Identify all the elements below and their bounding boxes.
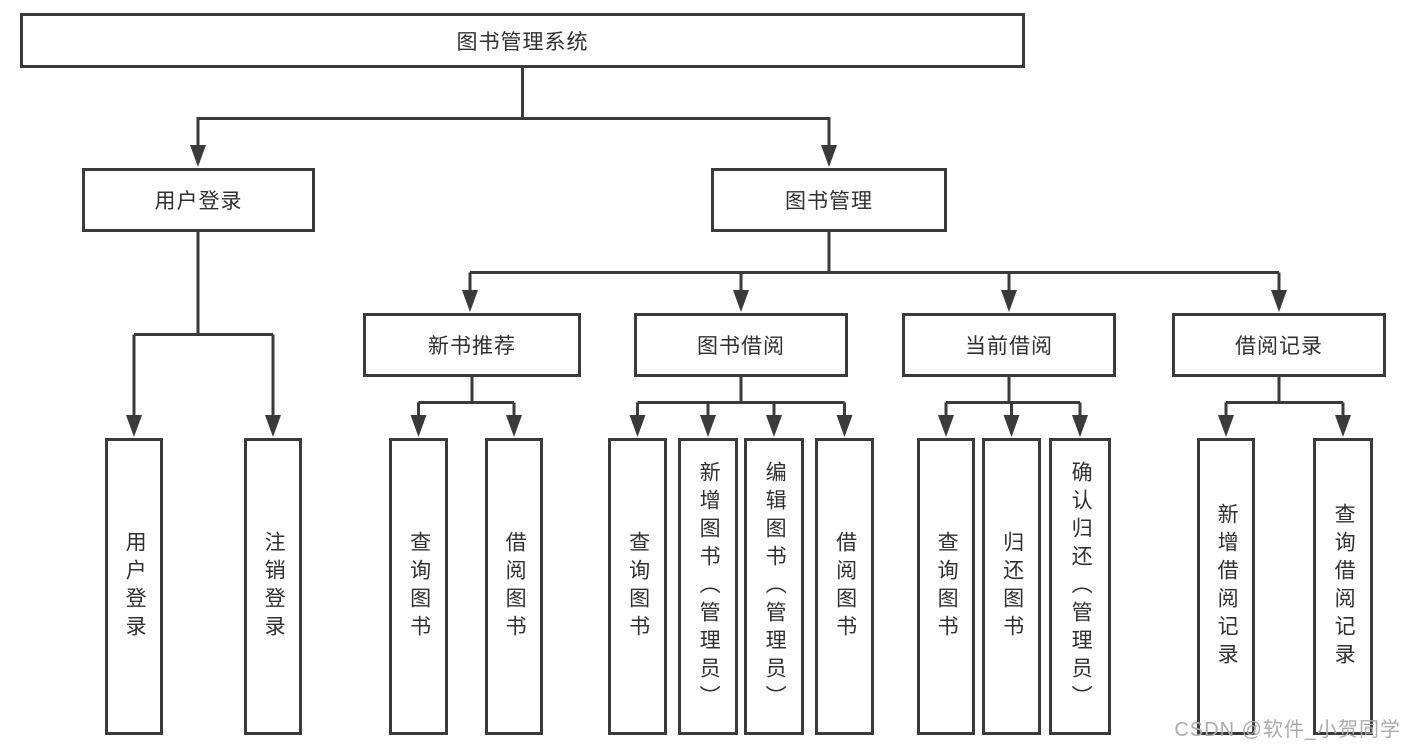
arrow-icon bbox=[733, 290, 749, 312]
node-leaf-logout: 注销登录 bbox=[244, 438, 302, 735]
node-system-title: 图书管理系统 bbox=[20, 13, 1025, 68]
arrow-icon bbox=[265, 415, 281, 437]
node-leaf-add-borrow-record: 新增借阅记录 bbox=[1197, 438, 1255, 735]
arrow-icon bbox=[700, 415, 716, 437]
arrow-icon bbox=[1003, 415, 1020, 437]
arrow-icon bbox=[126, 415, 142, 437]
node-leaf-confirm-return-admin: 确认归还（管理员） bbox=[1049, 438, 1111, 735]
node-user-login: 用户登录 bbox=[82, 168, 315, 232]
node-book-borrow: 图书借阅 bbox=[634, 313, 848, 377]
node-leaf-user-login: 用户登录 bbox=[105, 438, 163, 735]
node-new-book-recommend: 新书推荐 bbox=[363, 313, 581, 377]
arrow-icon bbox=[629, 415, 646, 437]
arrow-icon bbox=[836, 415, 853, 437]
node-leaf-edit-book-admin: 编辑图书（管理员） bbox=[744, 438, 804, 735]
node-borrow-records: 借阅记录 bbox=[1172, 313, 1386, 377]
node-leaf-return-book: 归还图书 bbox=[982, 438, 1041, 735]
arrow-icon bbox=[766, 415, 782, 437]
arrow-icon bbox=[462, 290, 478, 312]
arrow-icon bbox=[410, 415, 427, 437]
arrowheads bbox=[126, 145, 1351, 437]
tree-edges bbox=[132, 68, 1345, 419]
node-leaf-add-book-admin: 新增图书（管理员） bbox=[678, 438, 738, 735]
node-leaf-query-books-current: 查询图书 bbox=[917, 438, 975, 735]
csdn-watermark: CSDN @软件_小贺同学 bbox=[1174, 719, 1401, 741]
arrow-icon bbox=[938, 415, 954, 437]
arrow-icon bbox=[1218, 415, 1234, 437]
node-leaf-query-books-borrow: 查询图书 bbox=[608, 438, 667, 735]
node-leaf-borrow-book-recommend: 借阅图书 bbox=[485, 438, 543, 735]
node-book-management: 图书管理 bbox=[711, 168, 947, 232]
node-leaf-query-books-recommend: 查询图书 bbox=[389, 438, 448, 735]
arrow-icon bbox=[1271, 290, 1287, 312]
node-leaf-borrow-book: 借阅图书 bbox=[815, 438, 874, 735]
arrow-icon bbox=[1001, 290, 1017, 312]
arrow-icon bbox=[821, 145, 837, 167]
node-leaf-query-borrow-record: 查询借阅记录 bbox=[1313, 438, 1373, 735]
arrow-icon bbox=[190, 145, 206, 167]
arrow-icon bbox=[1335, 415, 1351, 437]
arrow-icon bbox=[506, 415, 522, 437]
node-current-borrow: 当前借阅 bbox=[902, 313, 1116, 377]
arrow-icon bbox=[1072, 415, 1088, 437]
